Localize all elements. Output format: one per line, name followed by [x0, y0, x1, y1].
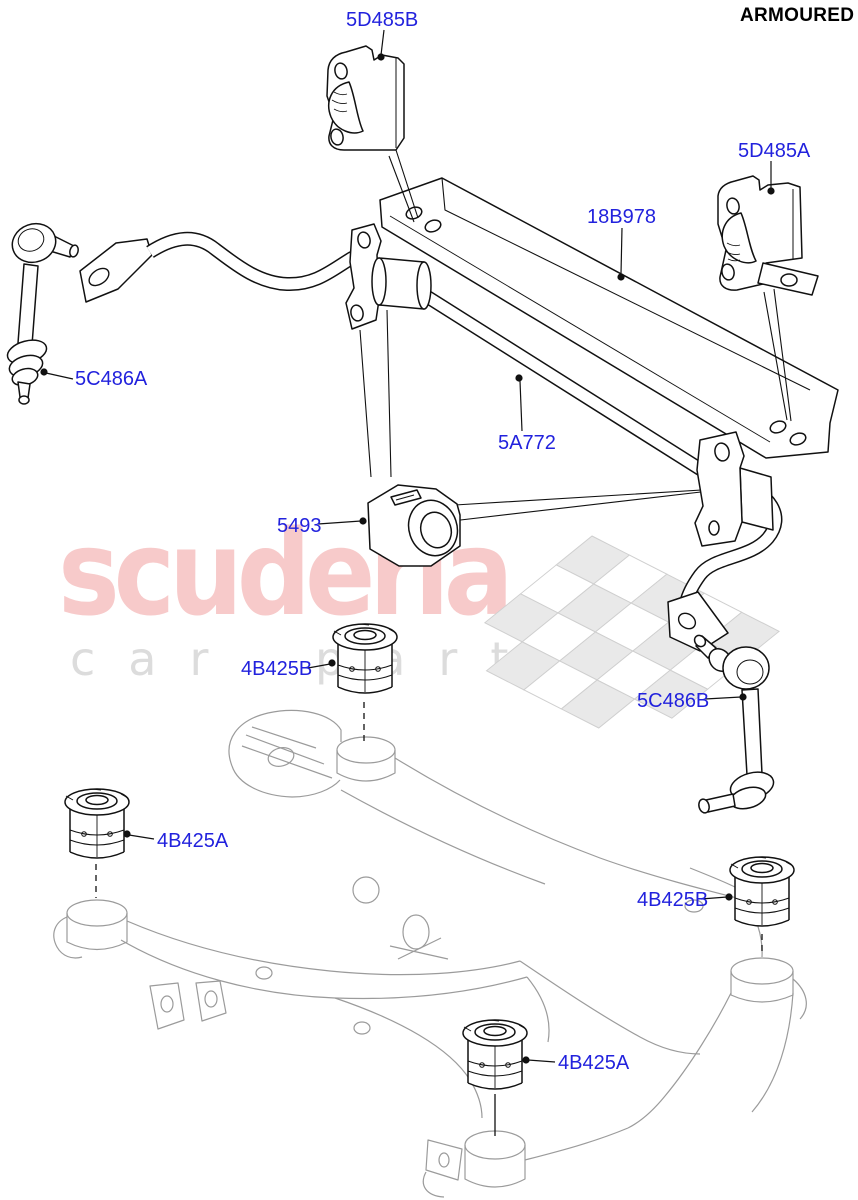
leader-lines	[40, 29, 775, 1064]
part-drawing-5c486a	[6, 222, 79, 405]
bar-bracket-left	[345, 223, 432, 330]
part-label-5c486a: 5C486A	[75, 368, 148, 390]
part-drawing-5d485a	[717, 175, 819, 296]
part-label-5d485b: 5D485B	[346, 9, 419, 31]
part-drawing-4b425b-1	[332, 623, 398, 694]
pointer-lines-5d485a	[763, 288, 792, 422]
part-drawing-4b425a-1	[64, 788, 130, 859]
part-label-4b425a-1: 4B425A	[157, 830, 229, 852]
part-drawing-4b425b-2	[729, 856, 795, 927]
pointer-lines-bushing-left	[359, 309, 392, 478]
part-label-5493: 5493	[277, 515, 322, 537]
part-label-5d485a: 5D485A	[738, 140, 811, 162]
part-label-4b425a-2: 4B425A	[558, 1052, 630, 1074]
watermark-subtext: car parts	[70, 632, 599, 686]
alignment-lines	[95, 702, 763, 1136]
part-label-4b425b-1: 4B425B	[241, 658, 313, 680]
part-drawing-18b978	[379, 177, 839, 459]
part-label-18b978: 18B978	[587, 206, 656, 228]
pointer-lines-bushing-right	[451, 488, 719, 522]
bar-bracket-right	[694, 431, 774, 547]
part-drawing-4b425a-2	[462, 1019, 528, 1090]
part-drawing-5a772	[79, 231, 712, 480]
part-drawing-5c486b	[693, 634, 775, 814]
pointer-lines-5d485b	[388, 149, 419, 223]
variant-note: ARMOURED	[740, 5, 855, 26]
part-label-4b425b-2: 4B425B	[637, 889, 709, 911]
checkered-flag-watermark	[483, 535, 780, 729]
rear-subframe-drawing	[53, 709, 807, 1198]
part-label-5c486b: 5C486B	[637, 690, 710, 712]
part-label-5a772: 5A772	[498, 432, 556, 454]
part-drawing-5493	[367, 484, 461, 567]
part-drawing-5d485b	[326, 45, 405, 151]
